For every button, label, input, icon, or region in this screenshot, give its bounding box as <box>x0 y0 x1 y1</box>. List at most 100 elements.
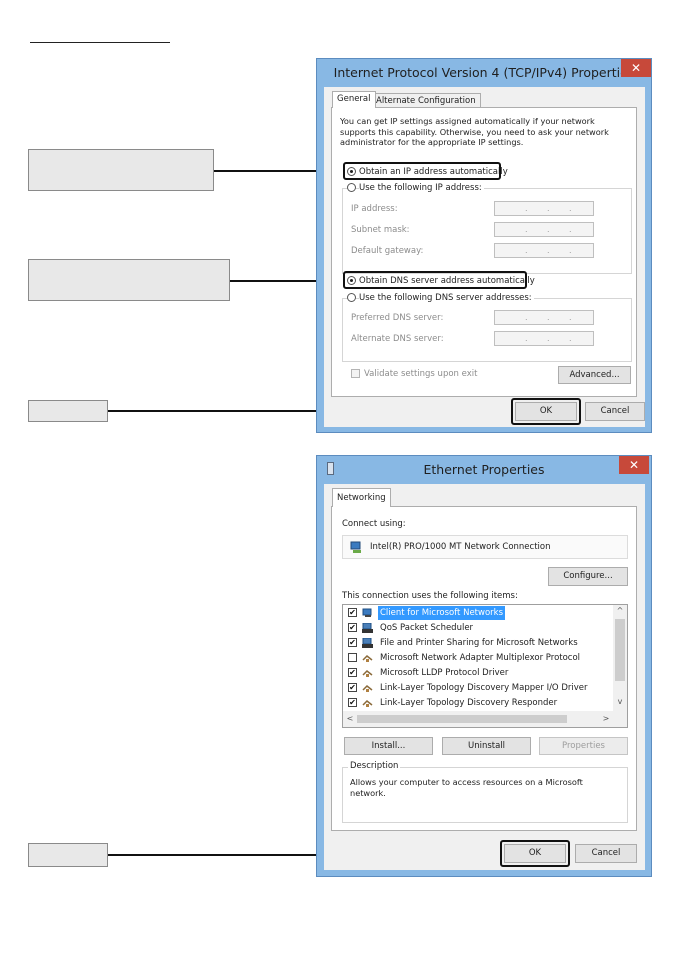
properties-button[interactable]: Properties <box>539 737 628 755</box>
preferred-dns-label: Preferred DNS server: <box>351 313 444 323</box>
dialog-client-area: Networking Connect using: Intel(R) PRO/1… <box>324 484 645 870</box>
protocol-icon <box>362 684 373 692</box>
leader-line-ok-1 <box>108 410 511 412</box>
obtain-dns-auto-label[interactable]: Obtain DNS server address automatically <box>359 276 535 286</box>
item-checkbox[interactable]: ✔ <box>348 698 357 707</box>
item-label: Microsoft Network Adapter Multiplexor Pr… <box>380 653 581 663</box>
window-title: Internet Protocol Version 4 (TCP/IPv4) P… <box>333 65 635 80</box>
callout-ok-1 <box>28 400 108 422</box>
ip-dot: . <box>525 334 529 343</box>
protocol-icon <box>362 654 373 662</box>
preferred-dns-field[interactable]: . . . <box>494 310 594 325</box>
scroll-right-arrow[interactable]: > <box>602 714 610 723</box>
close-icon[interactable]: ✕ <box>621 59 651 77</box>
ip-dot: . <box>547 334 551 343</box>
general-tab-panel: You can get IP settings assigned automat… <box>331 107 637 397</box>
network-service-icon <box>362 638 373 648</box>
use-following-ip-radio[interactable] <box>347 183 356 192</box>
dialog-client-area: General Alternate Configuration You can … <box>324 87 645 427</box>
tab-general[interactable]: General <box>332 91 376 108</box>
uninstall-button[interactable]: Uninstall <box>442 737 531 755</box>
scroll-left-arrow[interactable]: < <box>346 714 354 723</box>
item-label: QoS Packet Scheduler <box>380 623 474 633</box>
ip-dot: . <box>525 225 529 234</box>
validate-settings-label: Validate settings upon exit <box>364 369 478 379</box>
item-checkbox[interactable]: ✔ <box>348 623 357 632</box>
use-following-dns-label[interactable]: Use the following DNS server addresses: <box>359 293 534 303</box>
network-client-icon <box>362 608 372 617</box>
scroll-thumb[interactable] <box>615 619 625 681</box>
ok-button[interactable]: OK <box>515 402 577 421</box>
install-button[interactable]: Install... <box>344 737 433 755</box>
protocol-icon <box>362 669 373 677</box>
components-list[interactable]: ✔ Client for Microsoft Networks ✔ QoS Pa… <box>342 604 628 728</box>
validate-settings-checkbox[interactable] <box>351 369 360 378</box>
use-following-dns-radio[interactable] <box>347 293 356 302</box>
obtain-dns-auto-radio[interactable] <box>347 276 356 285</box>
ip-dot: . <box>547 204 551 213</box>
ip-dot: . <box>547 313 551 322</box>
horizontal-scrollbar[interactable]: < > <box>343 711 627 727</box>
ip-dot: . <box>569 246 573 255</box>
item-checkbox[interactable] <box>348 653 357 662</box>
leader-line-obtain-dns <box>230 280 342 282</box>
ip-dot: . <box>569 313 573 322</box>
dns-server-group <box>342 298 632 362</box>
cancel-button[interactable]: Cancel <box>585 402 645 421</box>
advanced-button[interactable]: Advanced... <box>558 366 631 384</box>
network-service-icon <box>362 623 373 633</box>
cancel-button[interactable]: Cancel <box>575 844 637 863</box>
item-checkbox[interactable]: ✔ <box>348 668 357 677</box>
item-checkbox[interactable]: ✔ <box>348 608 357 617</box>
item-checkbox[interactable]: ✔ <box>348 683 357 692</box>
scroll-up-arrow[interactable]: ^ <box>616 606 624 615</box>
callout-obtain-dns <box>28 259 230 301</box>
app-icon <box>327 462 334 475</box>
scroll-thumb-horizontal[interactable] <box>357 715 567 723</box>
callout-ok-2 <box>28 843 108 867</box>
ip-dot: . <box>569 225 573 234</box>
description-text: Allows your computer to access resources… <box>350 777 583 798</box>
adapter-box: Intel(R) PRO/1000 MT Network Connection <box>342 535 628 559</box>
networking-tab-panel: Connect using: Intel(R) PRO/1000 MT Netw… <box>331 506 637 831</box>
callout-obtain-ip <box>28 149 214 191</box>
obtain-ip-auto-label[interactable]: Obtain an IP address automatically <box>359 167 508 177</box>
scroll-down-arrow[interactable]: v <box>617 697 623 706</box>
vertical-scrollbar[interactable]: ^ v <box>613 605 627 711</box>
leader-line-obtain-ip <box>214 170 344 172</box>
alternate-dns-label: Alternate DNS server: <box>351 334 444 344</box>
item-checkbox[interactable]: ✔ <box>348 638 357 647</box>
header-rule <box>30 42 170 43</box>
use-following-ip-label[interactable]: Use the following IP address: <box>359 183 484 193</box>
alternate-dns-field[interactable]: . . . <box>494 331 594 346</box>
tcpip-properties-window: Internet Protocol Version 4 (TCP/IPv4) P… <box>316 58 652 433</box>
items-label: This connection uses the following items… <box>342 591 518 601</box>
subnet-mask-field[interactable]: . . . <box>494 222 594 237</box>
close-icon[interactable]: ✕ <box>619 456 649 474</box>
tab-networking[interactable]: Networking <box>332 488 391 507</box>
subnet-mask-label: Subnet mask: <box>351 225 410 235</box>
ip-dot: . <box>525 246 529 255</box>
default-gateway-label: Default gateway: <box>351 246 424 256</box>
ip-dot: . <box>569 334 573 343</box>
ip-address-field[interactable]: . . . <box>494 201 594 216</box>
ok-button-highlight <box>500 840 570 867</box>
configure-button[interactable]: Configure... <box>548 567 628 586</box>
item-label: File and Printer Sharing for Microsoft N… <box>380 638 578 648</box>
ip-dot: . <box>547 225 551 234</box>
default-gateway-field[interactable]: . . . <box>494 243 594 258</box>
intro-text: You can get IP settings assigned automat… <box>340 116 609 147</box>
obtain-ip-highlight <box>343 162 501 180</box>
adapter-name: Intel(R) PRO/1000 MT Network Connection <box>370 542 551 552</box>
ok-button[interactable]: OK <box>504 844 566 863</box>
ethernet-properties-window: Ethernet Properties ✕ Networking Connect… <box>316 455 652 877</box>
ip-dot: . <box>569 204 573 213</box>
ip-address-label: IP address: <box>351 204 398 214</box>
obtain-ip-auto-radio[interactable] <box>347 167 356 176</box>
connect-using-label: Connect using: <box>342 519 406 529</box>
obtain-dns-highlight <box>343 271 527 289</box>
network-adapter-icon <box>350 541 361 553</box>
item-label: Microsoft LLDP Protocol Driver <box>380 668 509 678</box>
ok-button-highlight <box>511 398 581 425</box>
item-label: Link-Layer Topology Discovery Responder <box>380 698 558 708</box>
